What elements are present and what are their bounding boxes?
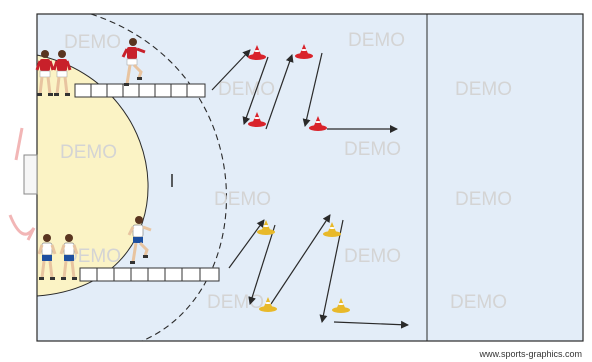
watermark: DEMO [344, 246, 401, 267]
arrows-bottom [228, 214, 409, 329]
watermark: DEMO [455, 79, 512, 100]
watermark: DEMO [207, 292, 264, 313]
watermark: DEMO [455, 189, 512, 210]
cone-red-icon [295, 44, 313, 59]
goal-area [36, 54, 149, 297]
arrow-icon [270, 214, 331, 305]
arrow-icon [302, 52, 323, 127]
cone-yellow-icon [257, 220, 275, 235]
goal [23, 154, 38, 195]
watermark: DEMO [218, 79, 275, 100]
watermark: DEMO [64, 32, 121, 53]
player-red-icon [121, 38, 146, 86]
ladder-icon [74, 83, 206, 98]
player-white-icon [59, 234, 79, 280]
player-red-icon [52, 50, 72, 96]
arrow-icon [228, 219, 265, 269]
arrows-top [211, 49, 398, 133]
player-white-icon [37, 234, 57, 280]
credit-text: www.sports-graphics.com [479, 349, 582, 359]
player-red-icon [35, 50, 55, 96]
cone-yellow-icon [259, 297, 277, 312]
cone-yellow-icon [332, 298, 350, 313]
cone-red-icon [309, 116, 327, 131]
cone-yellow-icon [323, 222, 341, 237]
arrow-icon [211, 49, 251, 91]
watermarks: DEMO DEMO DEMO DEMO DEMO DEMO DEMO DEMO … [60, 30, 512, 313]
watermark: DEMO [214, 189, 271, 210]
arrow-icon [319, 219, 344, 323]
watermark: DEMO [64, 246, 121, 267]
arrow-icon [248, 224, 276, 305]
arrow-icon [242, 56, 269, 125]
arrow-icon [333, 320, 409, 329]
arrow-icon [265, 54, 294, 130]
cone-red-icon [248, 112, 266, 127]
watermark: DEMO [348, 30, 405, 51]
watermark: DEMO [344, 139, 401, 160]
cone-red-icon [248, 45, 266, 60]
watermark: DEMO [60, 142, 117, 163]
player-white-icon [127, 216, 152, 264]
logo-mark [8, 127, 36, 241]
watermark: DEMO [450, 292, 507, 313]
ladder-icon [79, 267, 220, 282]
